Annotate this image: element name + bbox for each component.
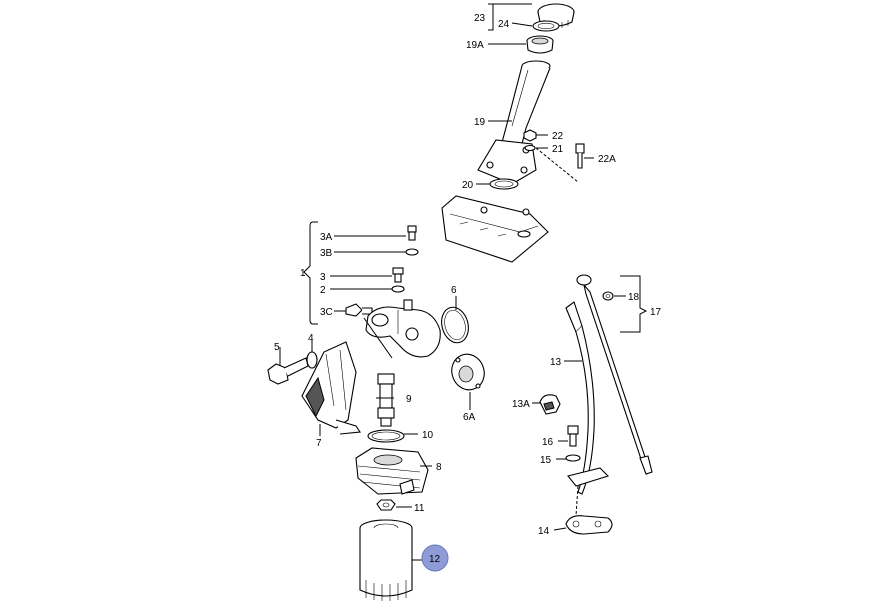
label-22A[interactable]: 22A <box>598 154 616 165</box>
label-20[interactable]: 20 <box>462 180 474 191</box>
label-17[interactable]: 17 <box>650 307 662 318</box>
label-2[interactable]: 2 <box>320 285 326 296</box>
nut-22[interactable] <box>523 129 537 142</box>
label-3B[interactable]: 3B <box>320 248 333 259</box>
callout-labels: 23 24 19A 19 22 21 22A 20 3A 3B 1 3 2 3C… <box>274 13 662 572</box>
clip-13A[interactable] <box>539 394 561 415</box>
bracket-7[interactable] <box>301 341 361 435</box>
cover-6A[interactable] <box>447 350 489 395</box>
label-19A[interactable]: 19A <box>466 40 484 51</box>
label-18[interactable]: 18 <box>628 292 640 303</box>
label-14[interactable]: 14 <box>538 526 550 537</box>
guide-tube-13[interactable] <box>565 301 595 495</box>
neck-gasket[interactable] <box>489 178 519 190</box>
seal-2[interactable] <box>391 285 405 293</box>
o-ring-10[interactable] <box>367 429 405 443</box>
washer-4[interactable] <box>306 351 318 369</box>
bolt-16[interactable] <box>567 425 579 447</box>
filter-bracket-head[interactable] <box>365 299 441 358</box>
cylinder-head-cover <box>441 195 549 263</box>
label-24[interactable]: 24 <box>498 19 510 30</box>
label-19[interactable]: 19 <box>474 117 486 128</box>
label-8[interactable]: 8 <box>436 462 442 473</box>
oil-filler-neck[interactable] <box>477 60 551 185</box>
label-13A[interactable]: 13A <box>512 399 530 410</box>
label-5[interactable]: 5 <box>274 342 280 353</box>
plug-3A[interactable] <box>407 225 417 241</box>
plug-3[interactable] <box>392 267 404 283</box>
label-21[interactable]: 21 <box>552 144 564 155</box>
oil-cooler-8[interactable] <box>355 447 429 495</box>
dipstick-17[interactable] <box>576 274 653 475</box>
label-23[interactable]: 23 <box>474 13 486 24</box>
label-22[interactable]: 22 <box>552 131 564 142</box>
nut-11[interactable] <box>376 499 396 511</box>
seal-18[interactable] <box>602 291 614 301</box>
highlight-circle-12[interactable] <box>421 544 449 572</box>
seal-ring-6[interactable] <box>438 304 472 346</box>
label-15[interactable]: 15 <box>540 455 552 466</box>
label-9[interactable]: 9 <box>406 394 412 405</box>
seal-3B[interactable] <box>405 248 419 256</box>
label-12[interactable]: 12 <box>429 554 441 565</box>
label-3[interactable]: 3 <box>320 272 326 283</box>
label-6A[interactable]: 6A <box>463 412 476 423</box>
washer-15[interactable] <box>565 454 581 462</box>
label-16[interactable]: 16 <box>542 437 554 448</box>
filler-adapter[interactable] <box>526 35 554 54</box>
pipe-9[interactable] <box>377 373 395 427</box>
label-13[interactable]: 13 <box>550 357 562 368</box>
label-4[interactable]: 4 <box>308 333 314 344</box>
oil-filter-12[interactable] <box>359 519 413 601</box>
bolt-22A[interactable] <box>575 143 585 169</box>
label-11[interactable]: 11 <box>414 503 425 514</box>
cap-seal[interactable] <box>532 20 560 32</box>
sender-3C[interactable] <box>345 303 373 317</box>
label-1[interactable]: 1 <box>300 268 306 279</box>
tube-bracket[interactable] <box>567 467 610 487</box>
label-3C[interactable]: 3C <box>320 307 333 318</box>
bolt-5[interactable] <box>267 357 309 385</box>
label-6[interactable]: 6 <box>451 285 457 296</box>
label-10[interactable]: 10 <box>422 430 434 441</box>
washer-21[interactable] <box>524 144 536 152</box>
label-7[interactable]: 7 <box>316 438 322 449</box>
leader-lines <box>279 3 648 561</box>
label-3A[interactable]: 3A <box>320 232 333 243</box>
gasket-14[interactable] <box>565 515 613 535</box>
